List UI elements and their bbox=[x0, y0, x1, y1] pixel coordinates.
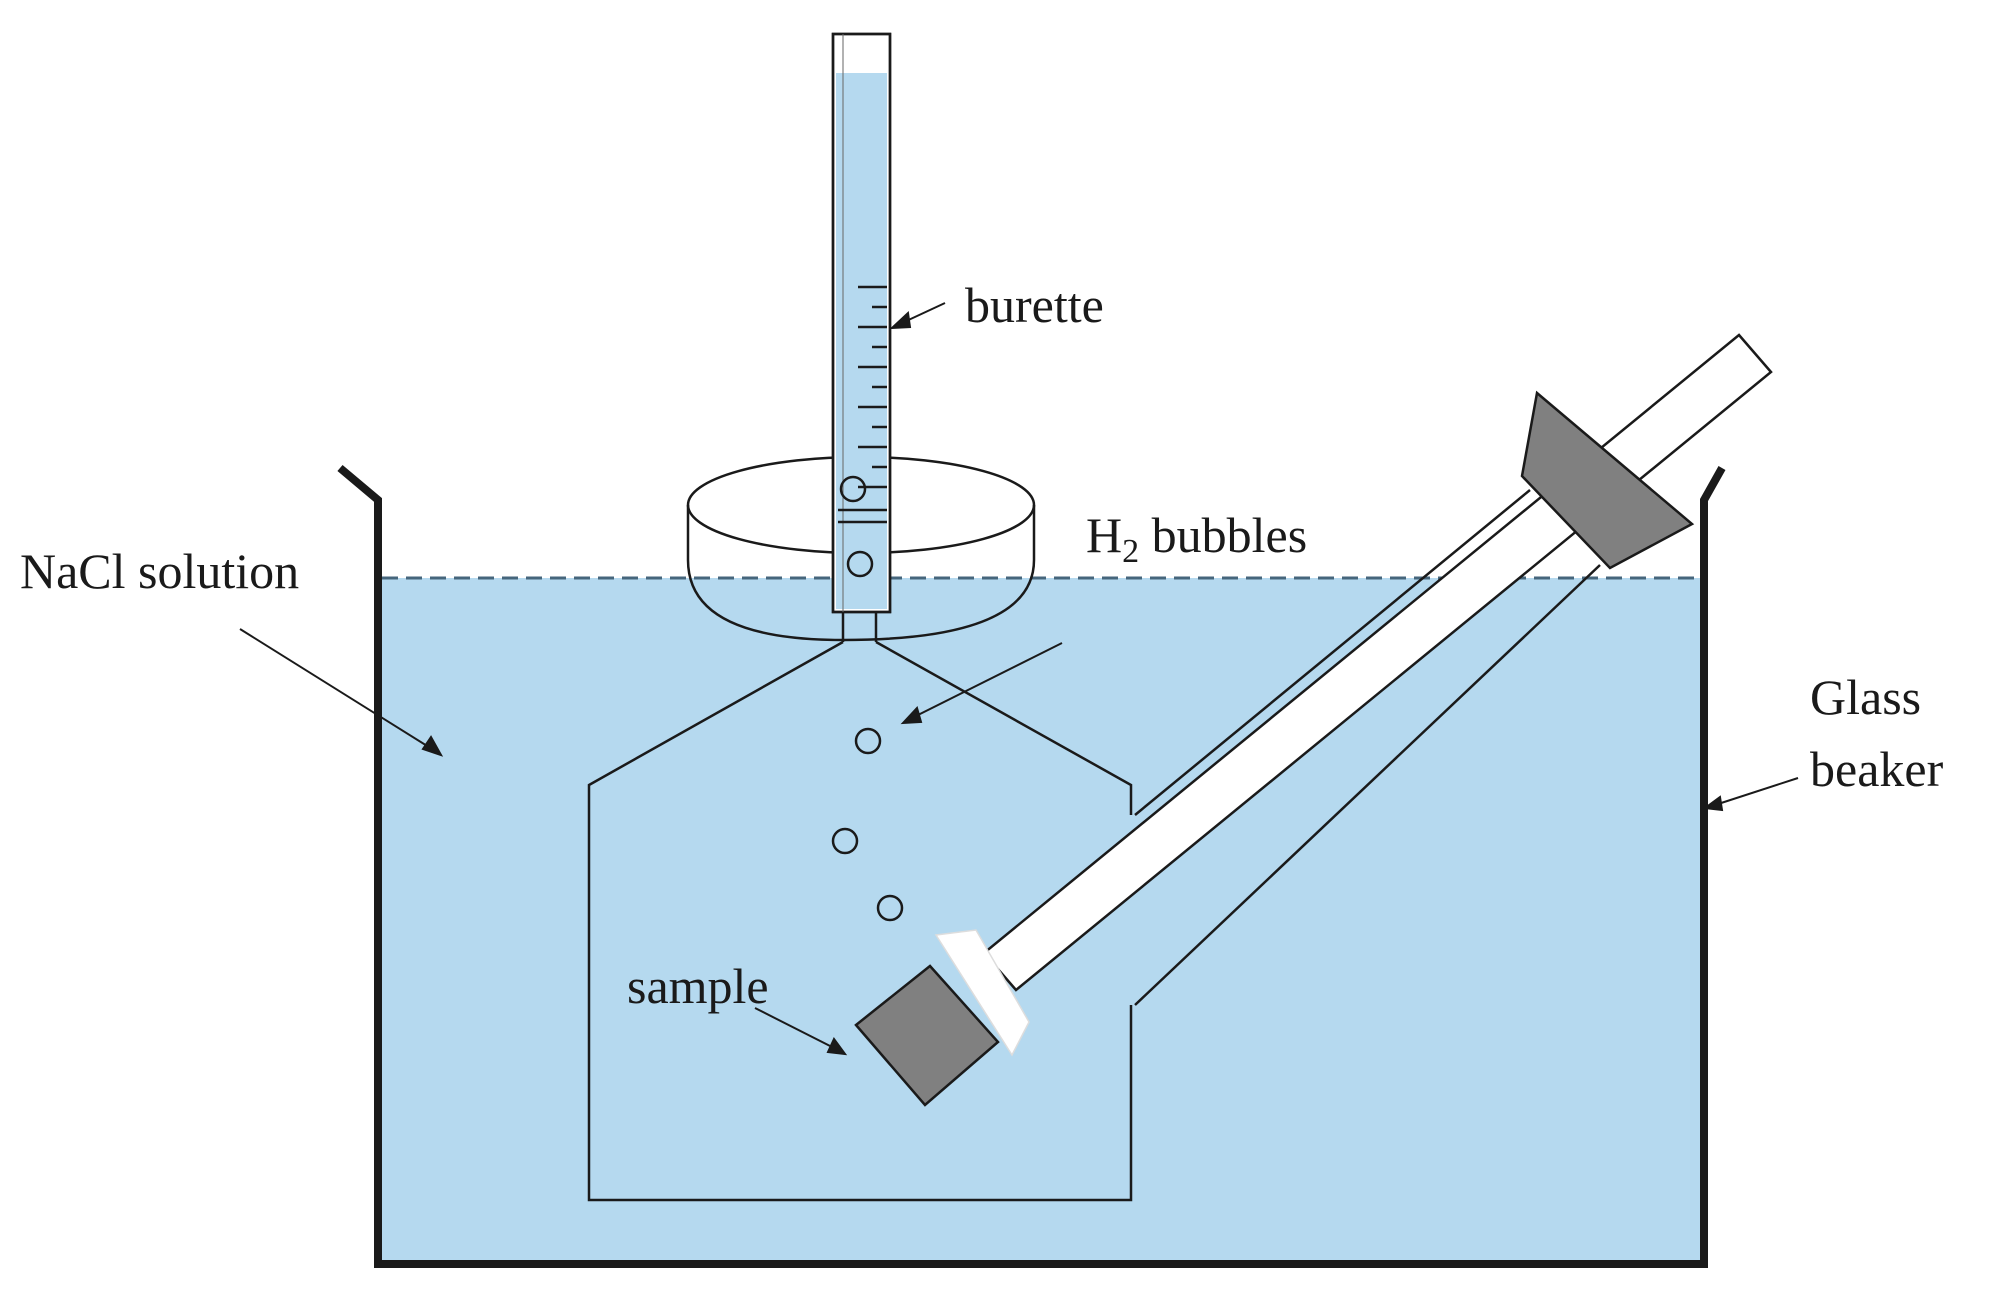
sample-arrowhead bbox=[826, 1037, 848, 1056]
holder-outer-line-bottom bbox=[1134, 564, 1601, 1006]
burette-graduations bbox=[838, 285, 887, 524]
pointer-arrows bbox=[239, 302, 1799, 1056]
holder-outer-line-top bbox=[1134, 489, 1531, 816]
sample-block bbox=[854, 964, 1000, 1107]
burette-arrowhead bbox=[889, 310, 912, 330]
nacl-solution-label: NaCl solution bbox=[20, 543, 299, 599]
nacl-arrowhead bbox=[421, 735, 444, 757]
burette bbox=[831, 32, 892, 614]
bubble-2 bbox=[831, 827, 859, 855]
sample-label: sample bbox=[627, 958, 769, 1014]
sample-holder bbox=[854, 333, 1773, 1107]
h2-bubbles-label: H2 bubbles bbox=[1086, 507, 1307, 570]
bubble-1 bbox=[854, 727, 882, 755]
beaker-wall bbox=[337, 464, 1726, 1268]
glass-beaker-label-line2: beaker bbox=[1810, 741, 1944, 797]
burette-label: burette bbox=[965, 277, 1104, 333]
funnel-body-right bbox=[875, 640, 1133, 815]
beaker-arrowhead bbox=[1702, 795, 1724, 812]
h2-bubbles-word: bubbles bbox=[1139, 507, 1307, 563]
bubble-in-burette-1 bbox=[839, 475, 867, 503]
h2-subscript: 2 bbox=[1122, 533, 1139, 570]
h2-symbol: H bbox=[1086, 507, 1122, 563]
burette-liquid bbox=[836, 73, 887, 609]
sample-clamp bbox=[934, 929, 1030, 1057]
funnel-body-left bbox=[587, 640, 1133, 1202]
glass-beaker-label-line1: Glass bbox=[1810, 669, 1921, 725]
h2-arrowhead bbox=[900, 706, 923, 725]
holder-stopper bbox=[1520, 390, 1695, 570]
glass-beaker bbox=[337, 464, 1726, 1268]
bubble-3 bbox=[876, 894, 904, 922]
h2-bubbles bbox=[831, 727, 904, 922]
bubble-in-burette-2 bbox=[846, 550, 874, 578]
burette-tube-outline bbox=[831, 32, 892, 614]
